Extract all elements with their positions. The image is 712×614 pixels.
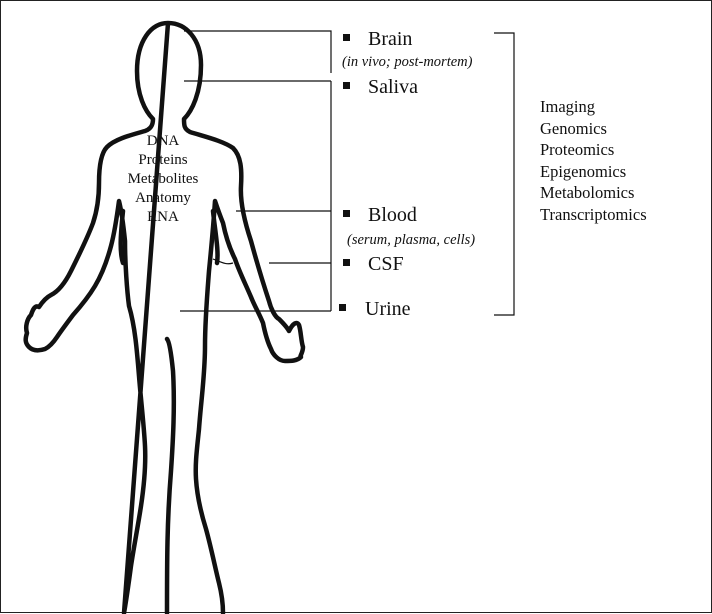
bullet-brain [343, 34, 350, 41]
methods-bracket [494, 33, 514, 315]
inner-leg-line [167, 339, 174, 613]
methods-list: Imaging Genomics Proteomics Epigenomics … [540, 96, 647, 225]
method-transcriptomics: Transcriptomics [540, 204, 647, 226]
body-content-rna: RNA [113, 208, 213, 227]
method-genomics: Genomics [540, 118, 647, 140]
bullet-saliva [343, 82, 350, 89]
sample-label-urine: Urine [365, 299, 411, 319]
method-metabolomics: Metabolomics [540, 182, 647, 204]
connector-brain [184, 31, 331, 73]
sample-note-brain: (in vivo; post-mortem) [342, 55, 472, 70]
sample-label-brain: Brain [368, 29, 412, 49]
body-content-proteins: Proteins [113, 151, 213, 170]
bullet-blood [343, 210, 350, 217]
sample-label-blood: Blood [368, 205, 417, 225]
connector-csf [213, 259, 331, 264]
bullet-csf [343, 259, 350, 266]
body-content-anatomy: Anatomy [113, 189, 213, 208]
sample-label-saliva: Saliva [368, 77, 418, 97]
body-contents-list: DNA Proteins Metabolites Anatomy RNA [113, 132, 213, 227]
sample-note-blood: (serum, plasma, cells) [347, 233, 475, 248]
method-epigenomics: Epigenomics [540, 161, 647, 183]
bullet-urine [339, 304, 346, 311]
method-imaging: Imaging [540, 96, 647, 118]
body-content-metabolites: Metabolites [113, 170, 213, 189]
sample-label-csf: CSF [368, 254, 404, 274]
body-content-dna: DNA [113, 132, 213, 151]
human-body-outline [26, 23, 303, 613]
method-proteomics: Proteomics [540, 139, 647, 161]
